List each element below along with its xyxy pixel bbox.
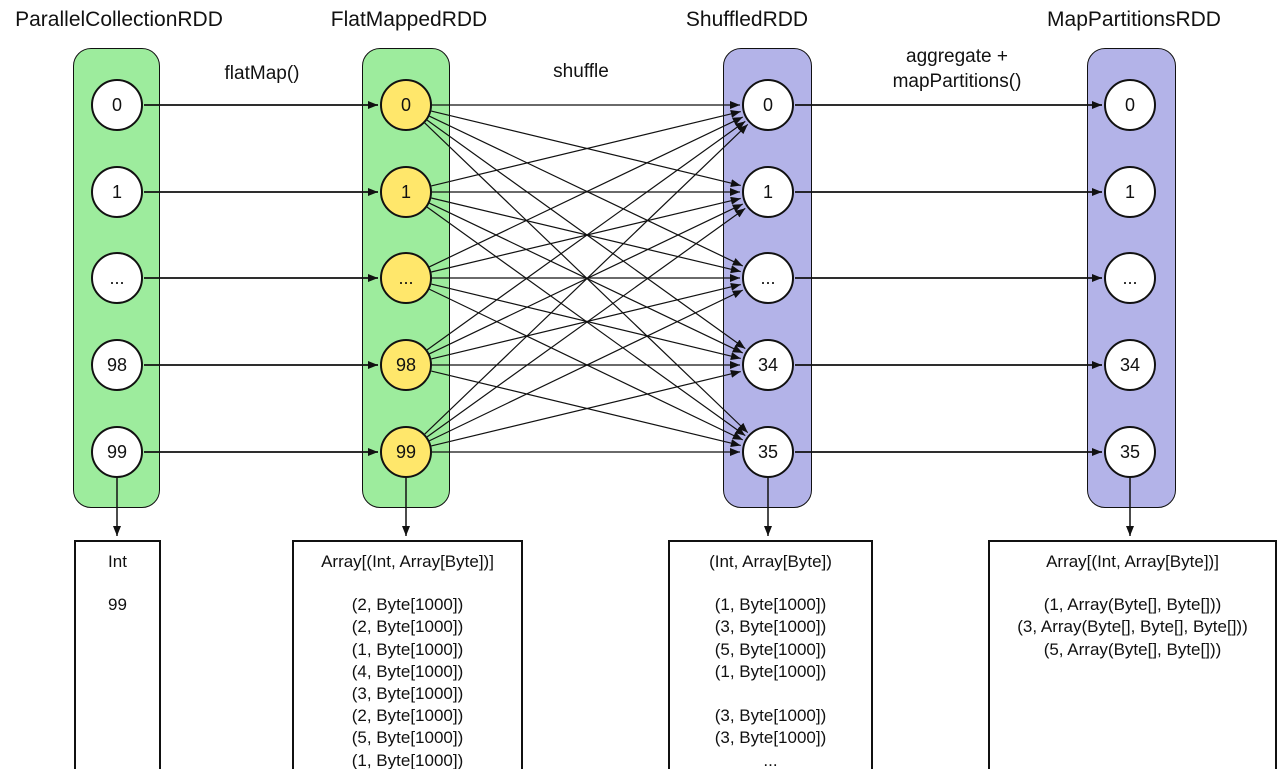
partition-circle: 98 — [91, 339, 143, 391]
box-spacer — [76, 573, 159, 594]
partition-circle: ... — [1104, 252, 1156, 304]
partition-circle: ... — [380, 252, 432, 304]
box-value: (1, Byte[1000]) — [714, 661, 827, 681]
partition-circle: 99 — [380, 426, 432, 478]
partition-circle: 35 — [1104, 426, 1156, 478]
partition-circle: ... — [742, 252, 794, 304]
box-value: (1, Byte[1000]) — [714, 595, 827, 615]
partition-circle: 34 — [1104, 339, 1156, 391]
partition-circle: 1 — [380, 166, 432, 218]
partition-circle: 1 — [742, 166, 794, 218]
box-value: (1, Byte[1000]) — [351, 639, 464, 659]
box-value: (2, Byte[1000]) — [351, 706, 464, 726]
box-value: (1, Array(Byte[], Byte[])) — [1043, 595, 1222, 615]
box-value: (5, Array(Byte[], Byte[])) — [1043, 639, 1222, 659]
rdd-title-shuffled: ShuffledRDD — [685, 8, 809, 31]
box-header: Int — [108, 552, 127, 571]
box-value: (3, Byte[1000]) — [351, 684, 464, 704]
partition-circle: 34 — [742, 339, 794, 391]
partition-circle: 1 — [91, 166, 143, 218]
box-value: (5, Byte[1000]) — [714, 639, 827, 659]
partition-circle: 98 — [380, 339, 432, 391]
box-value — [670, 683, 871, 705]
rdd-title-mappartitions: MapPartitionsRDD — [1047, 8, 1221, 31]
partition-circle: 1 — [1104, 166, 1156, 218]
box-header: (Int, Array[Byte]) — [709, 552, 832, 571]
shuffled-output-box: (Int, Array[Byte]) (1, Byte[1000]) (3, B… — [668, 540, 873, 769]
partition-circle: 35 — [742, 426, 794, 478]
partition-circle: ... — [91, 252, 143, 304]
box-value: (5, Byte[1000]) — [351, 728, 464, 748]
box-value: (4, Byte[1000]) — [351, 661, 464, 681]
box-value: (2, Byte[1000]) — [351, 595, 464, 615]
partition-circle: 0 — [742, 79, 794, 131]
flatmapped-output-box: Array[(Int, Array[Byte])] (2, Byte[1000]… — [292, 540, 523, 769]
mappartitions-output-box: Array[(Int, Array[Byte])] (1, Array(Byte… — [988, 540, 1277, 769]
box-value: (1, Byte[1000]) — [351, 750, 464, 769]
box-spacer — [294, 573, 521, 594]
partition-circle: 99 — [91, 426, 143, 478]
rdd-title-flatmapped: FlatMappedRDD — [330, 8, 488, 31]
aggregate-mappartitions-operation-label: aggregate + mapPartitions() — [893, 44, 1022, 94]
aggregate-label-line2: mapPartitions() — [892, 71, 1022, 92]
aggregate-label-line1: aggregate + — [906, 46, 1008, 67]
box-value: 99 — [108, 595, 127, 615]
rdd-title-parallelcollection: ParallelCollectionRDD — [15, 8, 223, 31]
box-spacer — [670, 573, 871, 594]
partition-circle: 0 — [380, 79, 432, 131]
box-value: (3, Array(Byte[], Byte[], Byte[])) — [1017, 617, 1248, 637]
box-value: (3, Byte[1000]) — [714, 617, 827, 637]
box-header: Array[(Int, Array[Byte])] — [321, 552, 494, 571]
box-spacer — [990, 573, 1275, 594]
box-value: (3, Byte[1000]) — [714, 706, 827, 726]
box-header: Array[(Int, Array[Byte])] — [1046, 552, 1219, 571]
partition-circle: 0 — [1104, 79, 1156, 131]
box-value: ... — [763, 750, 778, 769]
box-value: (2, Byte[1000]) — [351, 617, 464, 637]
partition-circle: 0 — [91, 79, 143, 131]
box-value: (3, Byte[1000]) — [714, 728, 827, 748]
shuffle-operation-label: shuffle — [553, 61, 609, 82]
int-result-box: Int 99 — [74, 540, 161, 769]
flatmap-operation-label: flatMap() — [224, 63, 300, 84]
